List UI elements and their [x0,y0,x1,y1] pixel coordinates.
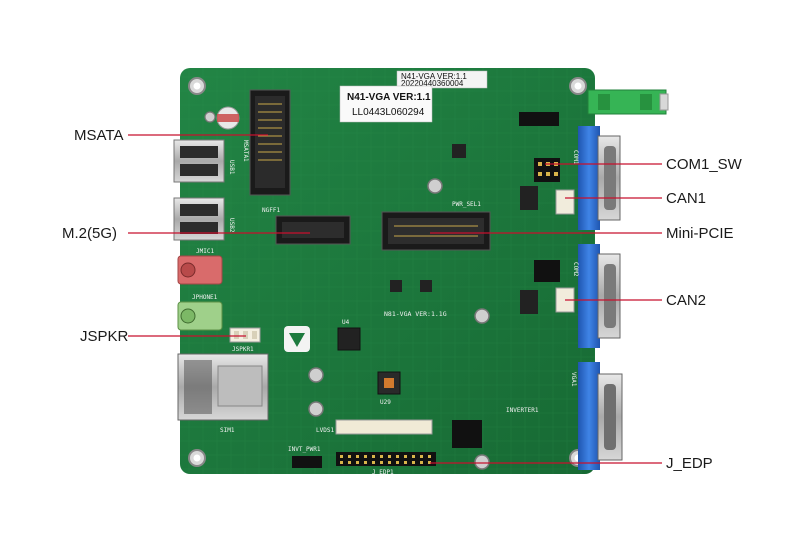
svg-text:JMIC1: JMIC1 [196,248,214,255]
mini-pcie-slot [381,211,491,251]
msata-slot: MSATA1 [242,89,291,196]
j-edp-header: J_EDP1 [336,452,436,476]
svg-text:J_EDP1: J_EDP1 [372,469,394,476]
board-model-silkscreen: N81-VGA VER:1.1G [384,310,447,318]
callout-jspkr: JSPKR [80,328,129,345]
inverter-header: INVERTER1 [452,407,539,448]
svg-text:VGA1: VGA1 [570,372,577,387]
audio-jack-phone: JPHONE1 [177,294,223,331]
jspkr-connector: JSPKR1 [229,327,261,353]
audio-jack-mic: JMIC1 [177,248,223,285]
m2-slot: NGFF1 [262,207,351,245]
svg-text:MSATA1: MSATA1 [242,140,249,162]
svg-text:COM2: COM2 [572,262,579,277]
logo-emblem [284,326,310,352]
callout-com1-sw: COM1_SW [666,156,743,173]
usb-port-1: USB1 [173,139,235,183]
mounting-hole-top-right [569,77,587,95]
svg-text:20220440360004: 20220440360004 [401,79,464,88]
lvds-header: LVDS1 [316,419,433,435]
pin-header-com1-sw [519,112,560,182]
svg-text:JPHONE1: JPHONE1 [192,294,218,301]
leader-lines [128,134,662,464]
svg-text:N41-VGA VER:1.1: N41-VGA VER:1.1 [401,72,467,81]
svg-text:INVT_PWR1: INVT_PWR1 [288,446,321,453]
svg-text:USB1: USB1 [228,160,235,175]
sticker-main: N41-VGA VER:1.1 LL0443L060294 [339,85,433,123]
svg-text:NGFF1: NGFF1 [262,207,280,214]
power-terminal-block [587,89,669,115]
pin-header-com2-sw [534,260,560,282]
sticker-small: N41-VGA VER:1.1 20220440360004 [396,70,488,89]
can1-connector [555,189,575,215]
vga-connector: VGA1 [570,362,623,470]
callout-j-edp: J_EDP [666,455,713,472]
svg-text:U29: U29 [380,399,391,406]
svg-text:U4: U4 [342,319,350,326]
svg-text:JSPKR1: JSPKR1 [232,346,254,353]
svg-text:LVDS1: LVDS1 [316,427,334,434]
svg-text:LL0443L060294: LL0443L060294 [352,107,425,118]
mounting-hole-top-left [188,77,206,95]
callout-msata: MSATA [74,127,123,144]
ic-chips: U4 U29 [337,144,538,406]
callout-can2: CAN2 [666,292,706,309]
callout-can1: CAN1 [666,190,706,207]
db9-com1-connector: COM1 [572,126,621,230]
svg-text:INVERTER1: INVERTER1 [506,407,539,414]
mounting-hole-bottom-left [188,449,206,467]
callout-m2: M.2(5G) [62,225,117,242]
callout-mini-pcie: Mini-PCIE [666,225,734,242]
capacitor [216,106,240,130]
svg-text:USB2: USB2 [228,218,235,233]
svg-text:COM1: COM1 [572,150,579,165]
db9-com2-connector: COM2 [572,244,621,348]
standoff-center [204,111,490,470]
sim-card-slot: SIM1 [177,353,269,434]
pwr-sel-silkscreen: PWR_SEL1 [452,201,481,208]
svg-text:N41-VGA VER:1.1: N41-VGA VER:1.1 [347,92,431,103]
invt-pwr-header: INVT_PWR1 [288,446,322,468]
svg-text:SIM1: SIM1 [220,427,235,434]
